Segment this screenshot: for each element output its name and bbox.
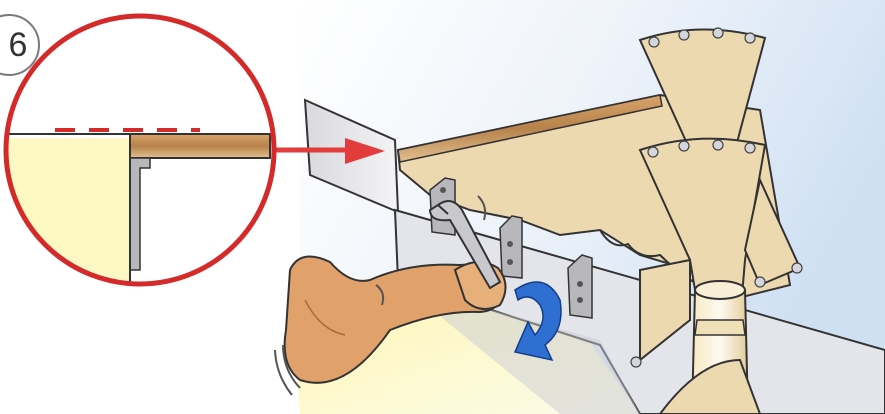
tube-collar <box>695 320 745 335</box>
magnifier-detail-icon <box>0 0 290 300</box>
step-number: 6 <box>9 26 28 65</box>
bracket-3 <box>568 255 592 318</box>
bracket-2 <box>500 216 522 278</box>
